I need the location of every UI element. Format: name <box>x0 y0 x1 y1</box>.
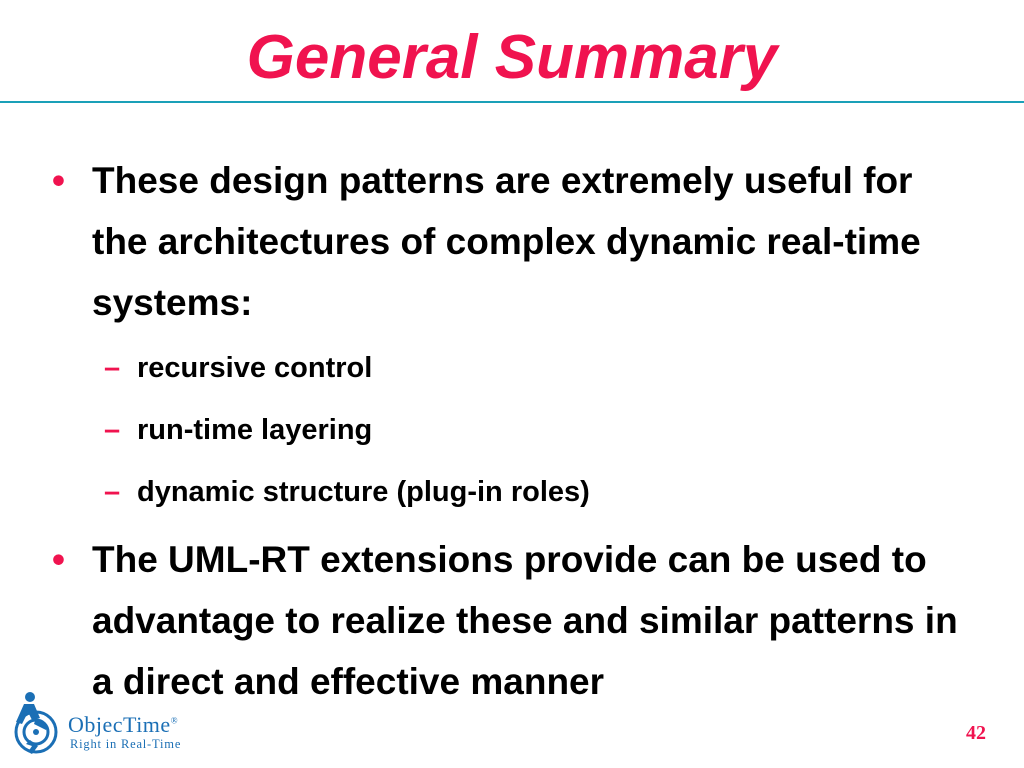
subitem-list: – recursive control – run-time layering … <box>92 337 962 523</box>
subitem-text: dynamic structure (plug-in roles) <box>137 476 590 508</box>
logo-wordmark: ObjecTime® <box>68 712 179 737</box>
subitem: – recursive control <box>92 337 962 399</box>
subitem-marker: – <box>104 476 121 508</box>
bullet-text: The UML-RT extensions provide can be use… <box>92 539 958 702</box>
bullet-text: These design patterns are extremely usef… <box>92 160 921 323</box>
subitem-text: run-time layering <box>137 414 373 446</box>
objectime-logo: ObjecTime® Right in Real-Time <box>10 688 210 762</box>
bullet-item: • The UML-RT extensions provide can be u… <box>0 529 962 712</box>
subitem-text: recursive control <box>137 352 373 384</box>
page-number: 42 <box>966 722 986 744</box>
bullet-marker: • <box>52 539 65 580</box>
subitem: – dynamic structure (plug-in roles) <box>92 461 962 523</box>
subitem-marker: – <box>104 414 121 446</box>
subitem: – run-time layering <box>92 399 962 461</box>
logo-tagline: Right in Real-Time <box>70 737 182 751</box>
bullet-list: • These design patterns are extremely us… <box>0 150 1024 712</box>
objectime-runner-icon <box>14 692 58 754</box>
bullet-item: • These design patterns are extremely us… <box>0 150 962 523</box>
slide-title: General Summary <box>246 23 778 92</box>
bullet-marker: • <box>52 160 65 201</box>
subitem-marker: – <box>104 352 121 384</box>
title-divider <box>0 101 1024 103</box>
